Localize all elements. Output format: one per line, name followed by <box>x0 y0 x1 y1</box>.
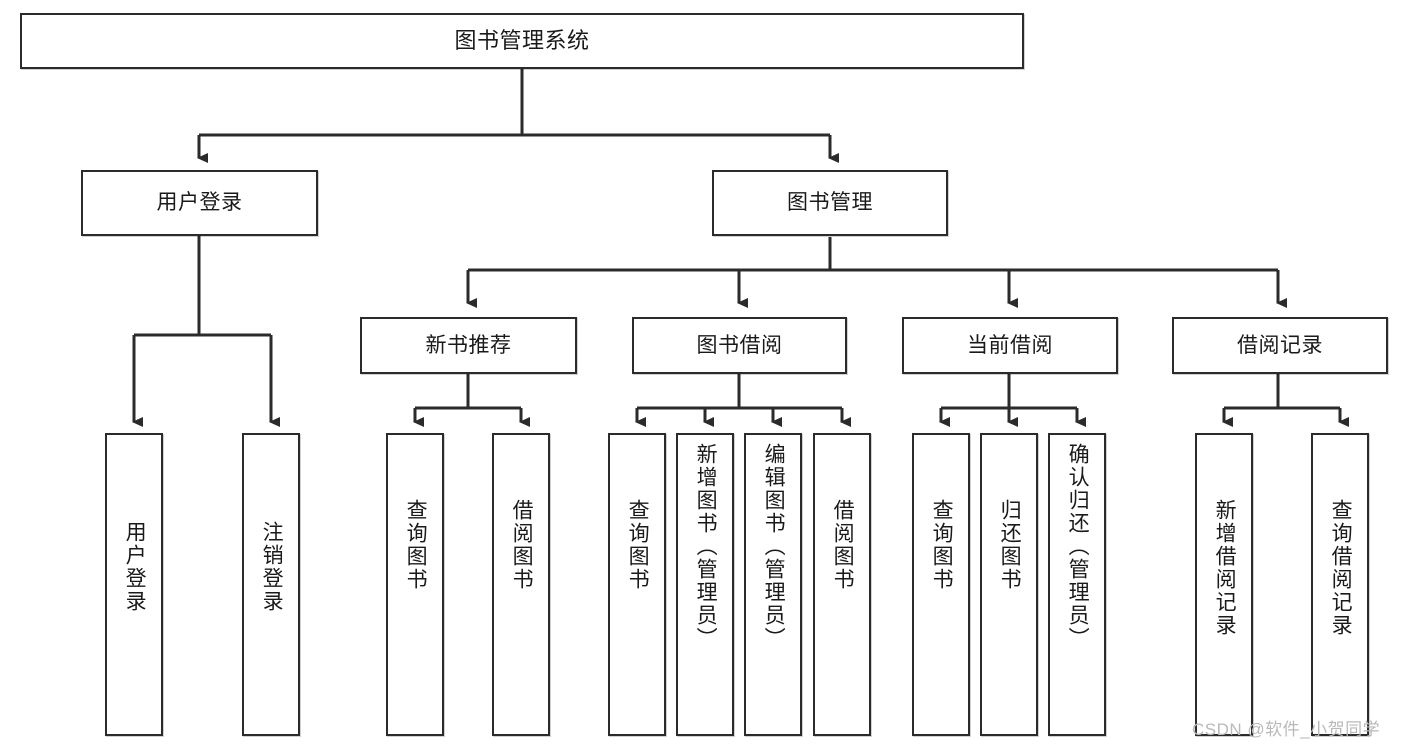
node-label: 确认归还（管理员） <box>1066 443 1090 650</box>
node-label: 图书借阅 <box>696 333 783 357</box>
leaf-borrow-query-book[interactable]: 查询图书 <box>608 433 666 736</box>
node-label: 当前借阅 <box>967 333 1053 357</box>
node-label: 查询图书 <box>930 499 954 591</box>
leaf-borrow-add-book-admin[interactable]: 新增图书（管理员） <box>676 433 734 736</box>
node-label: 新增借阅记录 <box>1213 499 1237 637</box>
leaf-record-query-record[interactable]: 查询借阅记录 <box>1311 433 1369 736</box>
node-label: 用户登录 <box>123 521 147 613</box>
leaf-current-confirm-return-admin[interactable]: 确认归还（管理员） <box>1048 433 1106 736</box>
node-label: 查询图书 <box>404 499 428 591</box>
node-label: 借阅图书 <box>831 499 855 591</box>
node-root-system[interactable]: 图书管理系统 <box>20 13 1024 69</box>
leaf-borrow-borrow-book[interactable]: 借阅图书 <box>813 433 871 736</box>
node-current-borrow[interactable]: 当前借阅 <box>902 317 1118 374</box>
leaf-current-return-book[interactable]: 归还图书 <box>980 433 1038 736</box>
leaf-recommend-query-book[interactable]: 查询图书 <box>386 433 444 736</box>
node-label: 图书管理系统 <box>454 27 590 53</box>
node-book-borrow[interactable]: 图书借阅 <box>632 317 847 374</box>
node-book-management[interactable]: 图书管理 <box>712 170 948 236</box>
node-label: 新书推荐 <box>425 333 512 357</box>
node-borrow-record[interactable]: 借阅记录 <box>1172 317 1388 374</box>
node-label: 用户登录 <box>156 191 243 215</box>
node-label: 新增图书（管理员） <box>694 443 718 650</box>
leaf-current-query-book[interactable]: 查询图书 <box>912 433 970 736</box>
node-label: 借阅图书 <box>510 499 534 591</box>
node-label: 图书管理 <box>787 191 873 215</box>
node-label: 查询借阅记录 <box>1329 499 1353 637</box>
leaf-user-login-logout[interactable]: 注销登录 <box>242 433 300 736</box>
node-label: 编辑图书（管理员） <box>762 443 786 650</box>
node-label: 归还图书 <box>998 499 1022 591</box>
leaf-record-add-record[interactable]: 新增借阅记录 <box>1195 433 1253 736</box>
node-label: 注销登录 <box>260 521 284 613</box>
csdn-watermark: CSDN @软件_小贺同学 <box>1192 720 1381 739</box>
leaf-user-login-login[interactable]: 用户登录 <box>105 433 163 736</box>
leaf-recommend-borrow-book[interactable]: 借阅图书 <box>492 433 550 736</box>
node-label: 借阅记录 <box>1237 333 1323 357</box>
node-label: 查询图书 <box>626 499 650 591</box>
node-user-login[interactable]: 用户登录 <box>81 170 318 236</box>
node-new-book-recommend[interactable]: 新书推荐 <box>360 317 577 374</box>
leaf-borrow-edit-book-admin[interactable]: 编辑图书（管理员） <box>744 433 802 736</box>
